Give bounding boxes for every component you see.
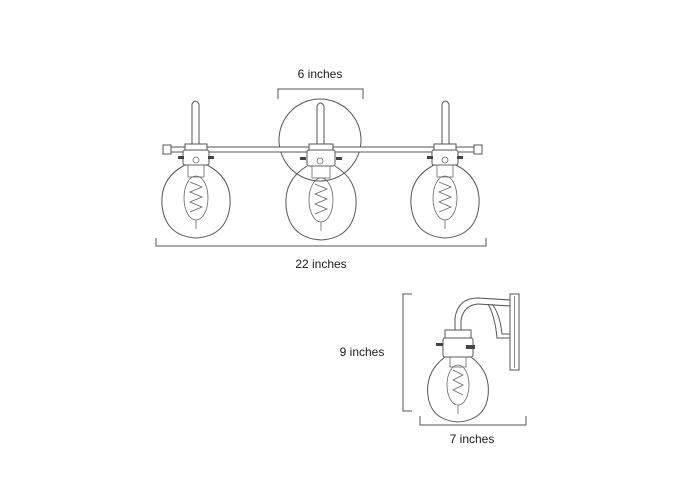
backplate-width-label: 6 inches bbox=[298, 67, 343, 81]
side-view: 9 inches 7 inches bbox=[340, 293, 527, 446]
fixture-right bbox=[410, 100, 480, 239]
extension-label: 7 inches bbox=[450, 432, 495, 446]
backplate-width-dimension: 6 inches bbox=[277, 67, 364, 99]
fixture-left bbox=[161, 100, 231, 239]
overall-width-label: 22 inches bbox=[295, 257, 346, 271]
overall-width-dimension: 22 inches bbox=[155, 238, 487, 271]
side-arm bbox=[454, 297, 511, 332]
height-dimension: 9 inches bbox=[340, 293, 412, 412]
side-globe bbox=[427, 356, 489, 423]
height-label: 9 inches bbox=[340, 345, 385, 359]
front-view: 6 inches 22 inches bbox=[155, 67, 487, 271]
extension-dimension: 7 inches bbox=[419, 416, 527, 446]
fixture-center bbox=[285, 102, 357, 241]
